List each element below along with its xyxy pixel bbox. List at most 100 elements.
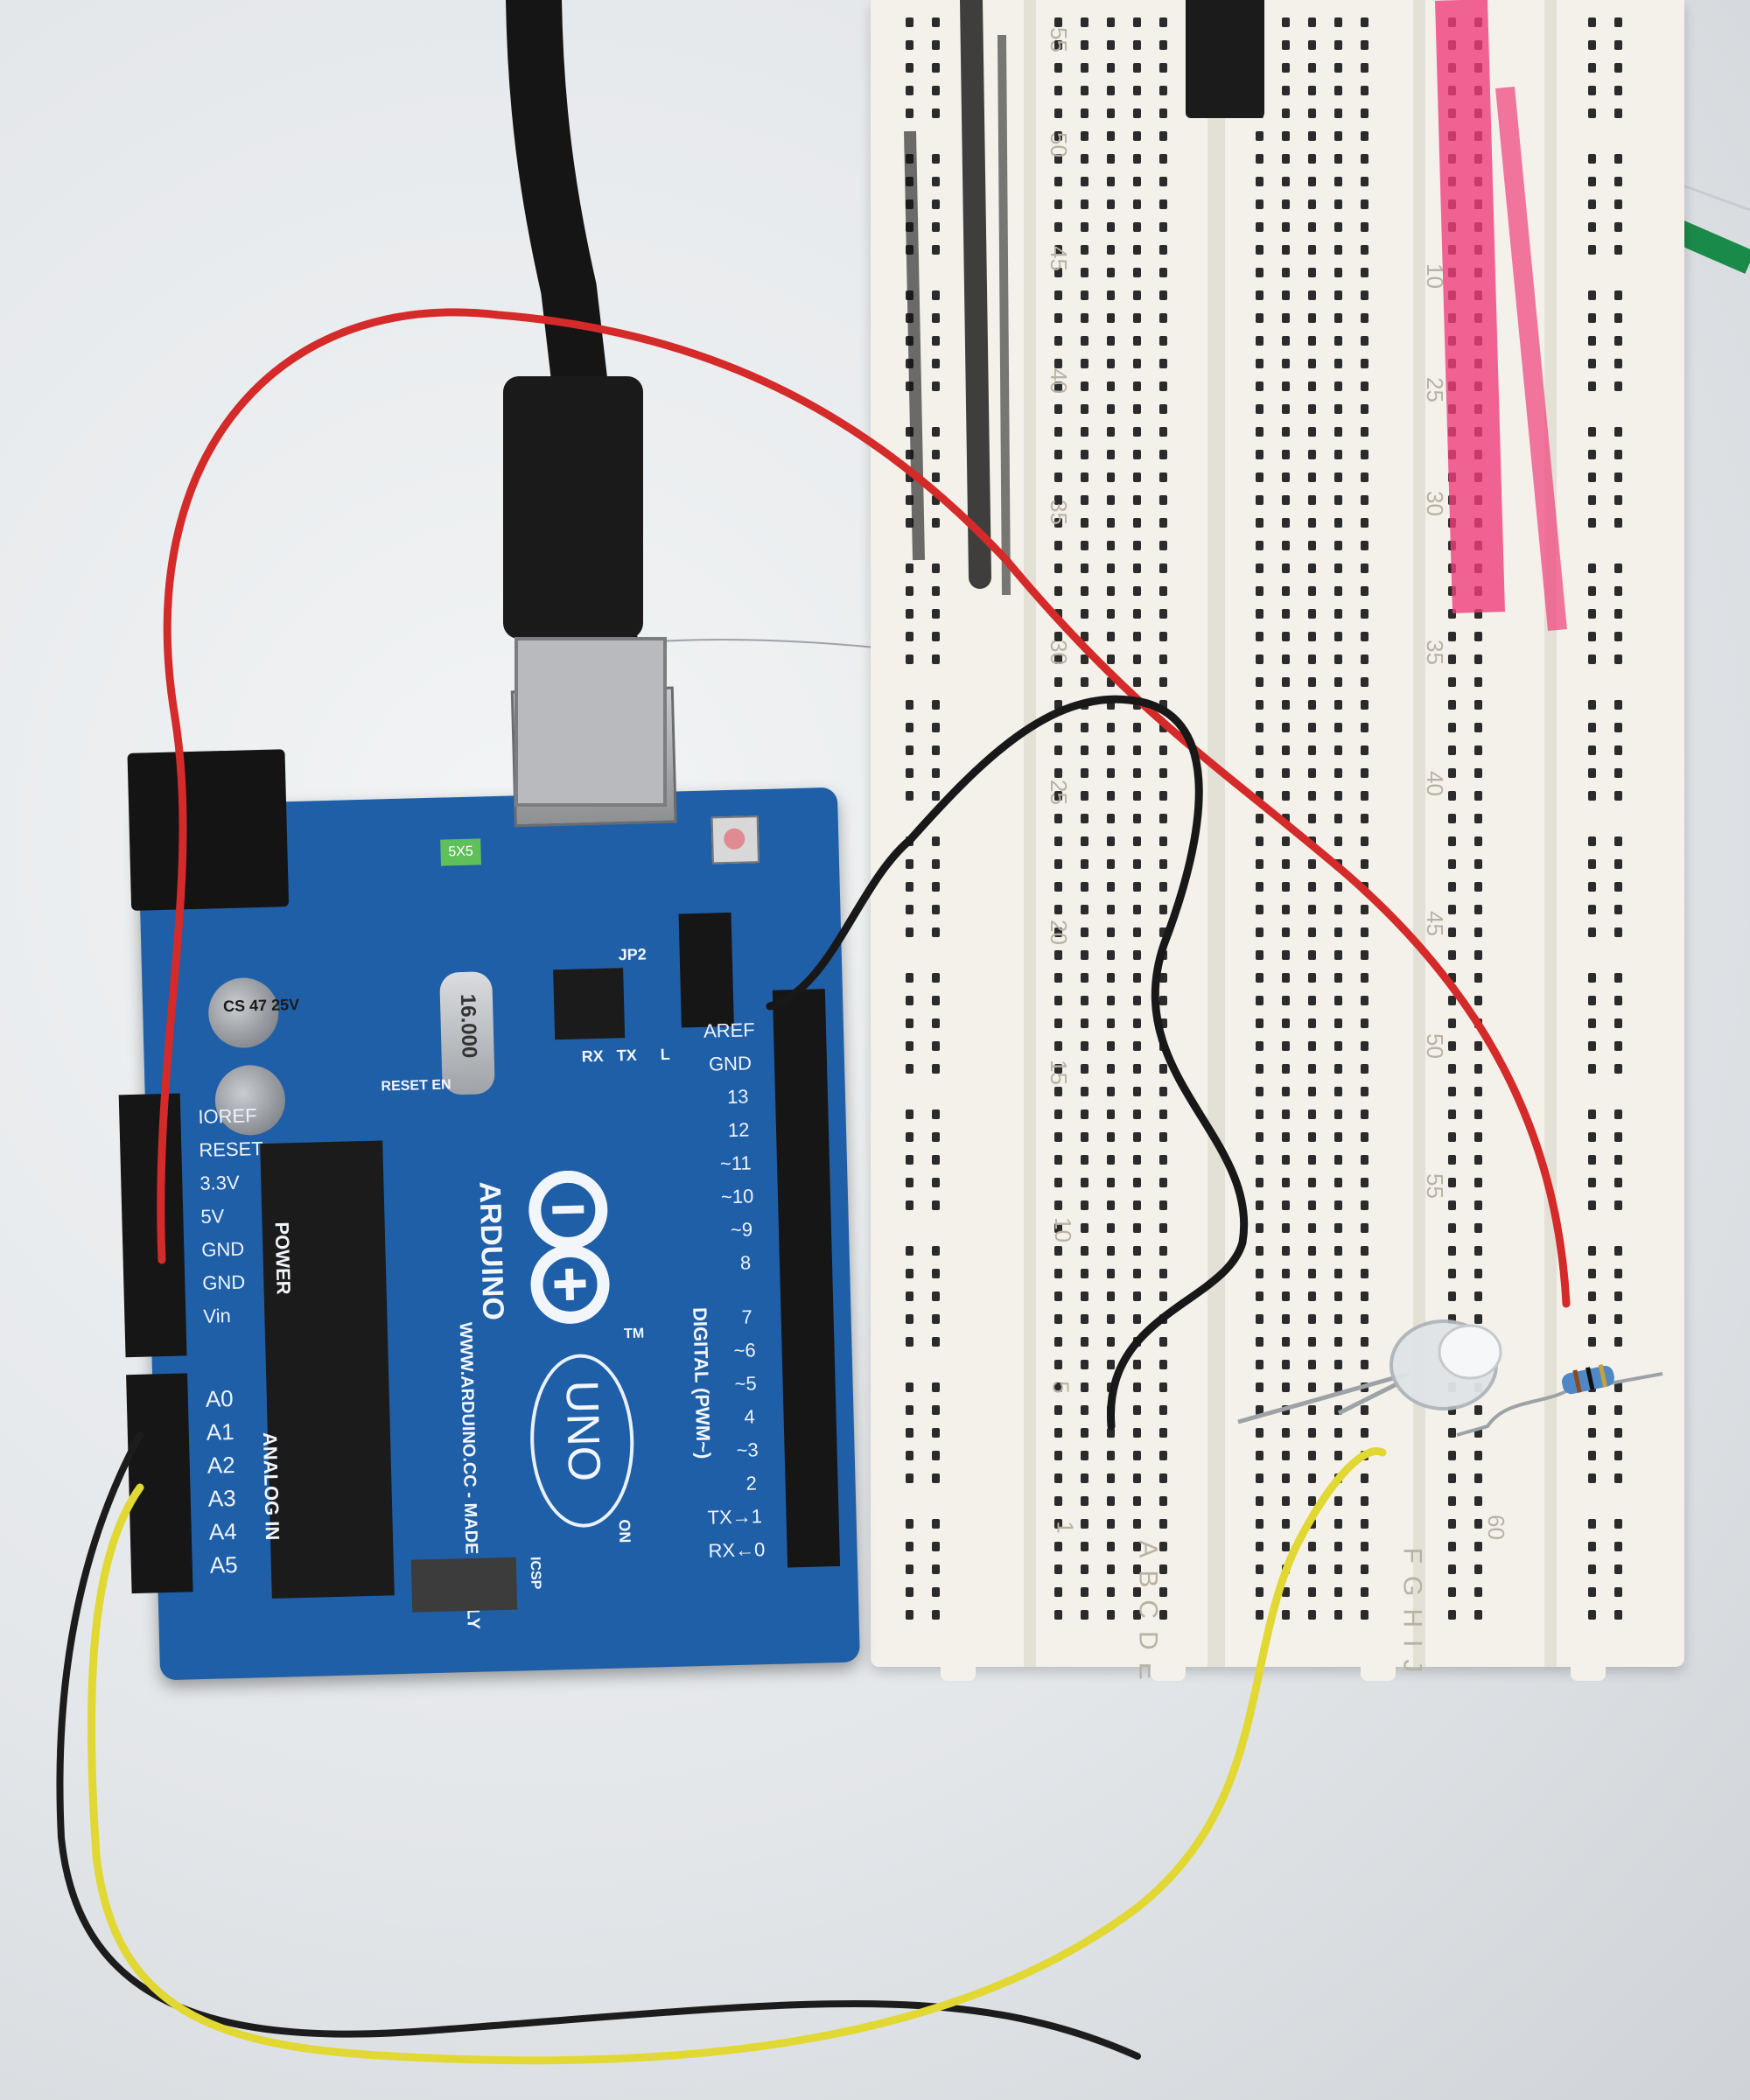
breadboard-hole	[1256, 1018, 1264, 1028]
breadboard-hole	[1081, 1292, 1088, 1301]
breadboard-hole	[1282, 1292, 1290, 1301]
breadboard-hole	[1256, 313, 1264, 323]
breadboard-hole	[1474, 86, 1482, 95]
breadboard-hole	[1474, 700, 1482, 710]
breadboard-hole	[1282, 677, 1290, 687]
breadboard-hole	[1588, 1200, 1596, 1210]
breadboard-hole	[1308, 382, 1316, 391]
breadboard-hole	[1054, 290, 1062, 300]
breadboard-hole	[1448, 1155, 1456, 1165]
breadboard-hole	[1361, 1587, 1368, 1597]
breadboard-hole	[1256, 677, 1264, 687]
breadboard-hole	[1282, 290, 1290, 300]
breadboard-hole	[1474, 928, 1482, 937]
breadboard-hole	[1054, 1542, 1062, 1551]
breadboard-hole	[1474, 905, 1482, 914]
breadboard-hole	[932, 1337, 940, 1347]
breadboard-hole	[1448, 404, 1456, 414]
power-pin-label: 5V	[200, 1205, 225, 1228]
breadboard-hole	[1334, 609, 1342, 619]
breadboard-hole	[1588, 1018, 1596, 1028]
breadboard-hole	[1448, 882, 1456, 892]
analog-pin-label: A5	[209, 1550, 238, 1578]
breadboard-hole	[1474, 131, 1482, 141]
breadboard-hole	[1054, 1337, 1062, 1347]
breadboard-hole	[1159, 40, 1167, 50]
breadboard-hole	[1256, 222, 1264, 232]
breadboard-hole	[1282, 1018, 1290, 1028]
breadboard-hole	[1282, 450, 1290, 459]
row-number: 50	[1045, 132, 1072, 158]
breadboard-hole	[1308, 1223, 1316, 1233]
breadboard-hole	[1614, 1132, 1622, 1142]
breadboard-hole	[1361, 336, 1368, 346]
breadboard-hole	[1133, 40, 1141, 50]
breadboard-hole	[1588, 63, 1596, 73]
breadboard-hole	[1308, 1496, 1316, 1506]
row-number: 1	[1052, 1521, 1079, 1534]
fuse: 5X5	[440, 838, 481, 866]
breadboard-hole	[1282, 86, 1290, 95]
breadboard-hole	[1308, 222, 1316, 232]
breadboard-hole	[1361, 495, 1368, 505]
breadboard-hole	[1334, 882, 1342, 892]
breadboard-hole	[1334, 677, 1342, 687]
breadboard-hole	[1588, 177, 1596, 186]
breadboard-hole	[1474, 768, 1482, 778]
breadboard-hole	[1614, 336, 1622, 346]
breadboard-hole	[1159, 1018, 1167, 1028]
breadboard-hole	[1107, 1064, 1115, 1074]
breadboard-hole	[1308, 609, 1316, 619]
breadboard-hole	[1334, 632, 1342, 641]
breadboard-hole	[1308, 1155, 1316, 1165]
breadboard-hole	[1256, 472, 1264, 482]
breadboard-hole	[1448, 1428, 1456, 1438]
breadboard-hole	[1334, 654, 1342, 664]
breadboard-hole	[1054, 1200, 1062, 1210]
breadboard-hole	[1308, 1064, 1316, 1074]
breadboard-hole	[1334, 40, 1342, 50]
breadboard-hole	[932, 564, 940, 573]
breadboard-hole	[1614, 495, 1622, 505]
breadboard-hole	[1256, 1223, 1264, 1233]
breadboard-hole	[1334, 518, 1342, 528]
breadboard-hole	[1107, 632, 1115, 641]
breadboard-hole	[1588, 86, 1596, 95]
breadboard-hole	[1361, 1064, 1368, 1074]
breadboard-hole	[1159, 86, 1167, 95]
breadboard-hole	[1361, 1451, 1368, 1460]
breadboard-hole	[906, 495, 914, 505]
breadboard-hole	[1081, 609, 1088, 619]
breadboard-hole	[1159, 973, 1167, 983]
breadboard-hole	[1588, 1064, 1596, 1074]
breadboard-hole	[1107, 1382, 1115, 1392]
breadboard-hole	[1614, 18, 1622, 27]
breadboard-hole	[1308, 290, 1316, 300]
breadboard-hole	[1614, 472, 1622, 482]
breadboard-hole	[1308, 427, 1316, 437]
breadboard-hole	[1054, 1428, 1062, 1438]
breadboard-hole	[1588, 472, 1596, 482]
breadboard-hole	[1308, 564, 1316, 573]
breadboard-hole	[906, 973, 914, 983]
breadboard-hole	[1107, 427, 1115, 437]
breadboard-hole	[1614, 1018, 1622, 1028]
breadboard-hole	[1448, 814, 1456, 823]
breadboard-hole	[1361, 1382, 1368, 1392]
breadboard-hole	[932, 222, 940, 232]
breadboard-hole	[1107, 882, 1115, 892]
breadboard-hole	[1448, 609, 1456, 619]
breadboard-hole	[1361, 950, 1368, 960]
breadboard-hole	[1054, 154, 1062, 164]
breadboard-hole	[1081, 973, 1088, 983]
breadboard-hole	[1107, 1496, 1115, 1506]
reset-button[interactable]	[710, 816, 760, 864]
breadboard-hole	[1107, 1542, 1115, 1551]
breadboard-hole	[1107, 1405, 1115, 1415]
breadboard-hole	[1474, 882, 1482, 892]
breadboard-hole	[1159, 154, 1167, 164]
breadboard-hole	[1361, 1314, 1368, 1324]
breadboard-hole	[1282, 1542, 1290, 1551]
breadboard-hole	[1614, 836, 1622, 846]
breadboard-channel	[1413, 0, 1425, 1667]
